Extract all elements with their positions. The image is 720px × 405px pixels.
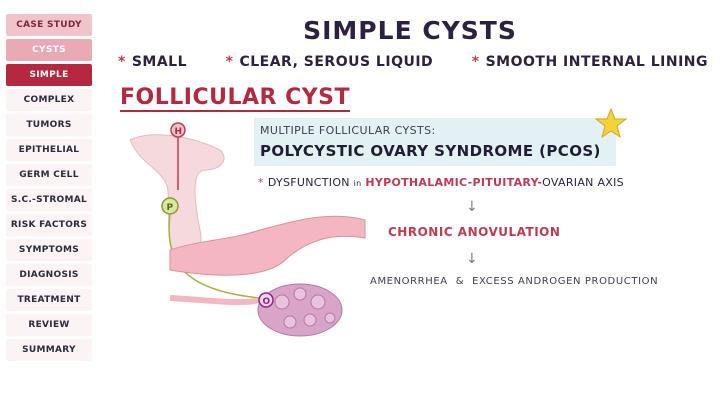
sidebar-item-risk-factors[interactable]: Risk Factors [6,214,92,236]
section-subtitle: FOLLICULAR CYST [120,85,351,112]
sidebar-item-symptoms[interactable]: Symptoms [6,239,92,261]
sidebar-item-case-study[interactable]: Case Study [6,14,92,36]
sidebar-item-diagnosis[interactable]: Diagnosis [6,264,92,286]
sidebar-item-germ-cell[interactable]: Germ Cell [6,164,92,186]
outcome-text: AMENORRHEA&EXCESS ANDROGEN PRODUCTION [370,276,659,287]
ovary-illustration: H P O [129,122,366,337]
sidebar-item-review[interactable]: Review [6,314,92,336]
pcos-title: POLYCYSTIC OVARY SYNDROME (PCOS) [260,142,601,160]
anovulation-text: CHRONIC ANOVULATION [388,225,561,239]
sidebar-item-tumors[interactable]: Tumors [6,114,92,136]
arrow-down-icon: ↓ [466,251,478,267]
feature-item: *SMOOTH INTERNAL LINING [471,54,708,70]
hypothalamus-shape [129,134,225,257]
sidebar-nav: Case StudyCystsSimpleComplexTumorsEpithe… [0,14,96,361]
feature-item: *SMALL [118,54,188,70]
sidebar-item-s-c-stromal[interactable]: S.C.-Stromal [6,189,92,211]
uterus-shape [169,215,366,276]
features-list: *SMALL *CLEAR, SEROUS LIQUID *SMOOTH INT… [118,54,708,70]
sidebar-item-complex[interactable]: Complex [6,89,92,111]
ovary-marker [258,292,274,308]
sidebar-item-cysts[interactable]: Cysts [6,39,92,61]
page-title: SIMPLE CYSTS [303,16,517,45]
dysfunction-text: *DYSFUNCTION in HYPOTHALAMIC-PITUITARY-O… [258,176,624,189]
hypothalamus-label: H [175,127,183,137]
arrow-down-icon: ↓ [466,199,478,215]
sidebar-item-summary[interactable]: Summary [6,339,92,361]
sidebar-item-simple[interactable]: Simple [6,64,92,86]
feature-item: *CLEAR, SEROUS LIQUID [225,54,434,70]
sidebar-item-treatment[interactable]: Treatment [6,289,92,311]
sidebar-item-epithelial[interactable]: Epithelial [6,139,92,161]
star-badge-icon [594,107,628,139]
pcos-intro: Multiple follicular cysts: [260,124,436,137]
fallopian-tube [169,295,261,306]
pituitary-label: P [167,203,174,213]
ovary-label: O [263,297,271,307]
pcos-box: Multiple follicular cysts: POLYCYSTIC OV… [254,118,616,166]
